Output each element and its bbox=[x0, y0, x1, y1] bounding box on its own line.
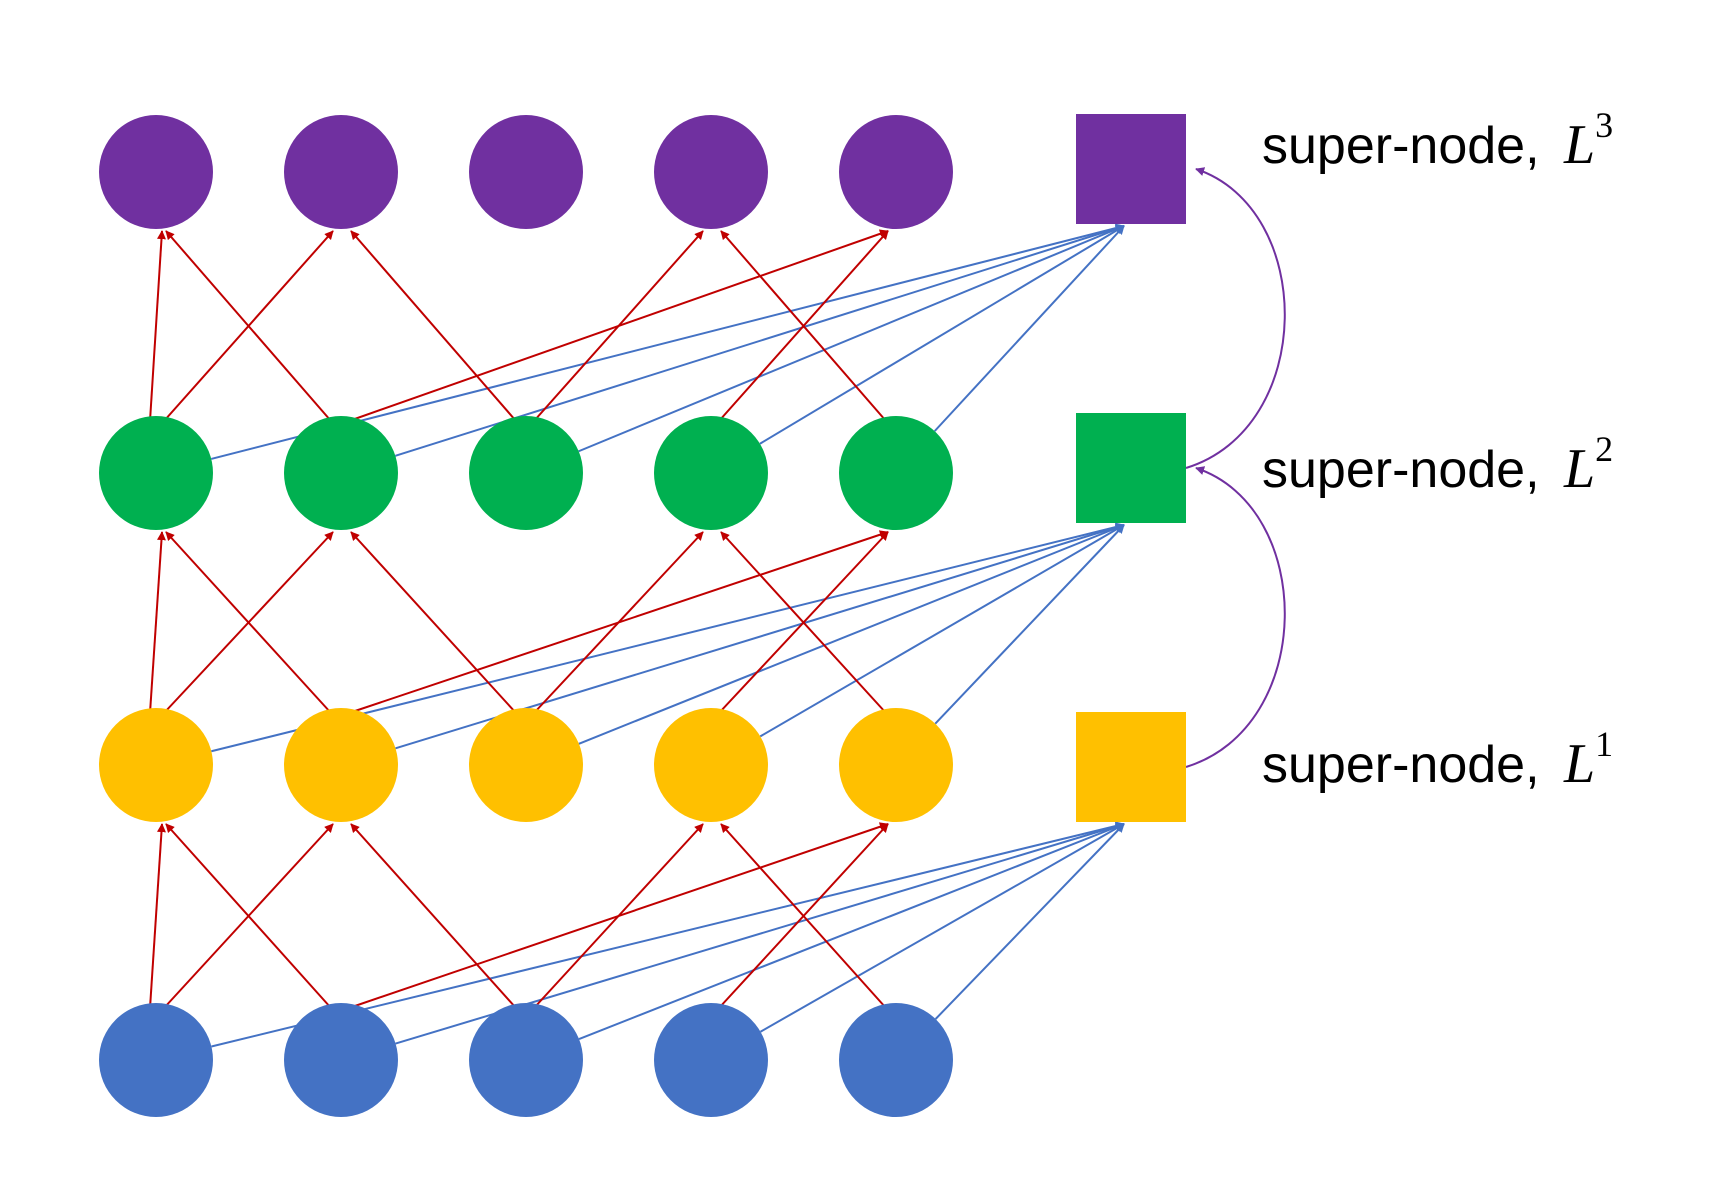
node-circle bbox=[469, 1003, 583, 1117]
node-circle bbox=[654, 1003, 768, 1117]
edge-node-to-node bbox=[533, 823, 704, 1009]
node-circle bbox=[284, 115, 398, 229]
node-circle bbox=[839, 115, 953, 229]
supernode-square bbox=[1076, 114, 1186, 224]
edge-node-to-node bbox=[350, 531, 517, 714]
supernode-label: super-node, L3 bbox=[1262, 105, 1613, 176]
node-circle bbox=[284, 416, 398, 530]
supernode-square bbox=[1076, 413, 1186, 523]
edge-node-to-supernode bbox=[578, 224, 1125, 453]
edge-node-to-node bbox=[718, 230, 889, 422]
supernode-label-text: super-node, bbox=[1262, 441, 1554, 499]
supernode-label: super-node, L1 bbox=[1262, 724, 1613, 795]
edge-supernode-to-supernode bbox=[1185, 167, 1286, 469]
node-circle bbox=[654, 115, 768, 229]
node-circle bbox=[654, 416, 768, 530]
edge-node-to-node bbox=[149, 531, 166, 714]
node-circle bbox=[284, 708, 398, 822]
node-circle bbox=[99, 115, 213, 229]
edge-node-to-supernode bbox=[934, 524, 1125, 725]
supernode-label-sup: 1 bbox=[1595, 724, 1613, 764]
supernode-squares bbox=[1076, 114, 1186, 822]
node-circle bbox=[839, 416, 953, 530]
supernode-label-sup: 3 bbox=[1595, 105, 1613, 145]
node-circle bbox=[654, 708, 768, 822]
supernode-label: super-node, L2 bbox=[1262, 429, 1613, 500]
edge-node-to-supernode bbox=[934, 823, 1125, 1020]
node-circle bbox=[99, 708, 213, 822]
edge-node-to-node bbox=[718, 531, 889, 714]
edge-node-to-node bbox=[149, 230, 166, 422]
edge-node-to-node bbox=[163, 531, 334, 714]
edge-node-to-node bbox=[533, 531, 704, 714]
node-circles bbox=[99, 115, 953, 1117]
edge-node-to-node bbox=[163, 230, 334, 422]
node-circle bbox=[469, 115, 583, 229]
supernode-label-var: L bbox=[1563, 114, 1595, 176]
supernode-label-var: L bbox=[1563, 733, 1595, 795]
edge-node-to-node bbox=[350, 823, 517, 1009]
edge-node-to-supernode bbox=[933, 225, 1125, 432]
supernode-label-text: super-node, bbox=[1262, 736, 1554, 794]
node-circle bbox=[839, 708, 953, 822]
supernode-label-text: super-node, bbox=[1262, 117, 1554, 175]
edge-node-to-node bbox=[149, 823, 166, 1009]
edge-node-to-node bbox=[350, 230, 517, 422]
edge-node-to-supernode bbox=[759, 524, 1125, 738]
edge-node-to-supernode bbox=[578, 822, 1125, 1041]
node-circle bbox=[99, 416, 213, 530]
edge-node-to-node bbox=[533, 230, 704, 422]
node-to-node-edges bbox=[149, 229, 889, 1009]
edge-node-to-supernode bbox=[759, 823, 1125, 1033]
edge-node-to-supernode bbox=[759, 225, 1125, 445]
node-to-supernode-edges bbox=[210, 223, 1125, 1048]
supernode-square bbox=[1076, 712, 1186, 822]
node-circle bbox=[469, 708, 583, 822]
node-circle bbox=[839, 1003, 953, 1117]
node-circle bbox=[99, 1003, 213, 1117]
node-circle bbox=[469, 416, 583, 530]
supernode-label-sup: 2 bbox=[1595, 429, 1613, 469]
edge-node-to-node bbox=[718, 823, 889, 1009]
supernode-label-var: L bbox=[1563, 438, 1595, 500]
edge-supernode-to-supernode bbox=[1185, 466, 1286, 768]
edge-node-to-supernode bbox=[210, 223, 1125, 460]
supernode-to-supernode-edges bbox=[1185, 167, 1286, 768]
edge-node-to-node bbox=[163, 823, 334, 1009]
edge-node-to-supernode bbox=[578, 523, 1125, 745]
node-circle bbox=[284, 1003, 398, 1117]
